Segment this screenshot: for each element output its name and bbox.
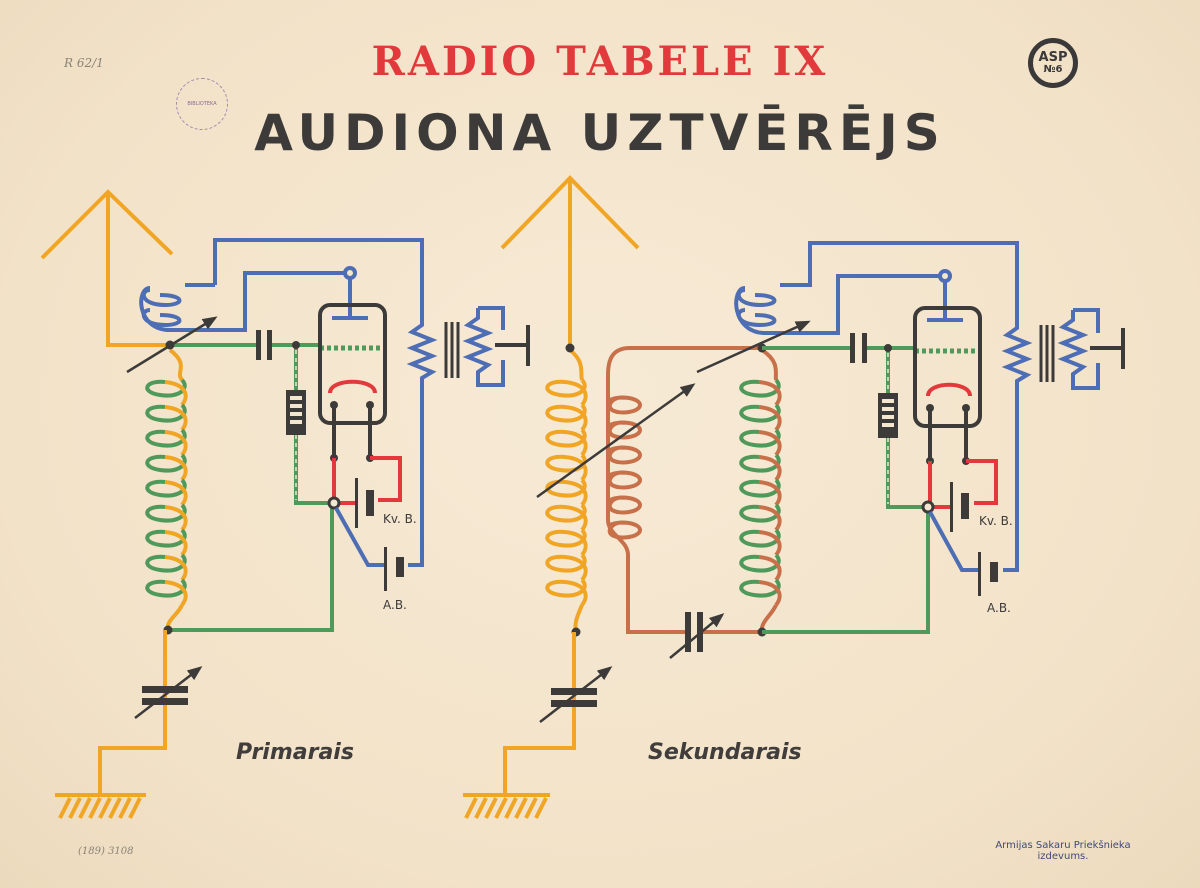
ground-lead [463, 632, 576, 797]
antenna-icon [40, 189, 174, 347]
vacuum-tube-icon [318, 303, 387, 462]
poster-title: RADIO TABELE IX [371, 38, 829, 85]
telephone-icon [495, 325, 530, 366]
diagram-primarais [40, 189, 530, 819]
reaction-coil [734, 241, 1100, 572]
ground-icon [58, 797, 142, 819]
publisher-note: Armijas Sakaru Priekšnieka izdevums. [968, 840, 1158, 862]
reaction-coil [139, 238, 505, 567]
vacuum-tube-icon [913, 306, 982, 465]
telephone-icon [1090, 328, 1125, 369]
coupling-arrow [536, 383, 696, 499]
filament-battery-icon [950, 482, 969, 532]
ground-lead [55, 630, 167, 797]
filament-battery-label: Kv. B. [383, 512, 417, 526]
diagram-sekundarais [463, 175, 1125, 819]
anode-battery-label: A.B. [383, 598, 407, 612]
grid-leak-resistor-icon [878, 393, 898, 438]
anode-battery-icon [384, 547, 404, 591]
filament-battery-icon [355, 478, 374, 528]
variable-coupling-arrow [696, 320, 811, 374]
filament-circuit [928, 459, 998, 509]
asp-logo: ASP №6 [1028, 38, 1078, 88]
grid-capacitor-icon [256, 330, 272, 360]
anode-battery-icon [978, 552, 998, 596]
logo-number: №6 [1043, 64, 1063, 75]
handwritten-note-bottom: (189) 3108 [78, 846, 134, 857]
tuned-coil [739, 348, 782, 633]
grid-circuit [170, 343, 334, 632]
anode-battery-label: A.B. [987, 601, 1011, 615]
library-stamp: BIBLIOTEKA [176, 78, 228, 130]
transformer-core [444, 322, 460, 378]
grid-leak-resistor-icon [286, 390, 306, 435]
antenna-coil [545, 348, 588, 633]
ground-icon [464, 797, 548, 819]
logo-text: ASP [1038, 50, 1068, 65]
antenna-icon [500, 175, 640, 348]
handwritten-note-top: R 62/1 [64, 56, 104, 70]
grid-capacitor-icon [850, 333, 867, 363]
transformer-core [1039, 325, 1055, 382]
publisher-line-1: Armijas Sakaru Priekšnieka [995, 840, 1131, 851]
secondary-circuit [606, 346, 762, 634]
filament-battery-label: Kv. B. [979, 514, 1013, 528]
variable-capacitor-icon [539, 666, 613, 723]
variable-capacitor-icon [669, 612, 725, 659]
variable-capacitor-icon [134, 666, 203, 719]
poster-subtitle: AUDIONA UZTVĒRĒJS [254, 104, 946, 162]
stamp-text: BIBLIOTEKA [187, 101, 217, 107]
publisher-line-2: izdevums. [1037, 851, 1089, 862]
antenna-coil [145, 348, 188, 631]
diagram-caption-secondary: Sekundarais [648, 740, 802, 765]
grid-circuit [762, 346, 930, 634]
diagram-caption-primary: Primarais [236, 740, 354, 765]
